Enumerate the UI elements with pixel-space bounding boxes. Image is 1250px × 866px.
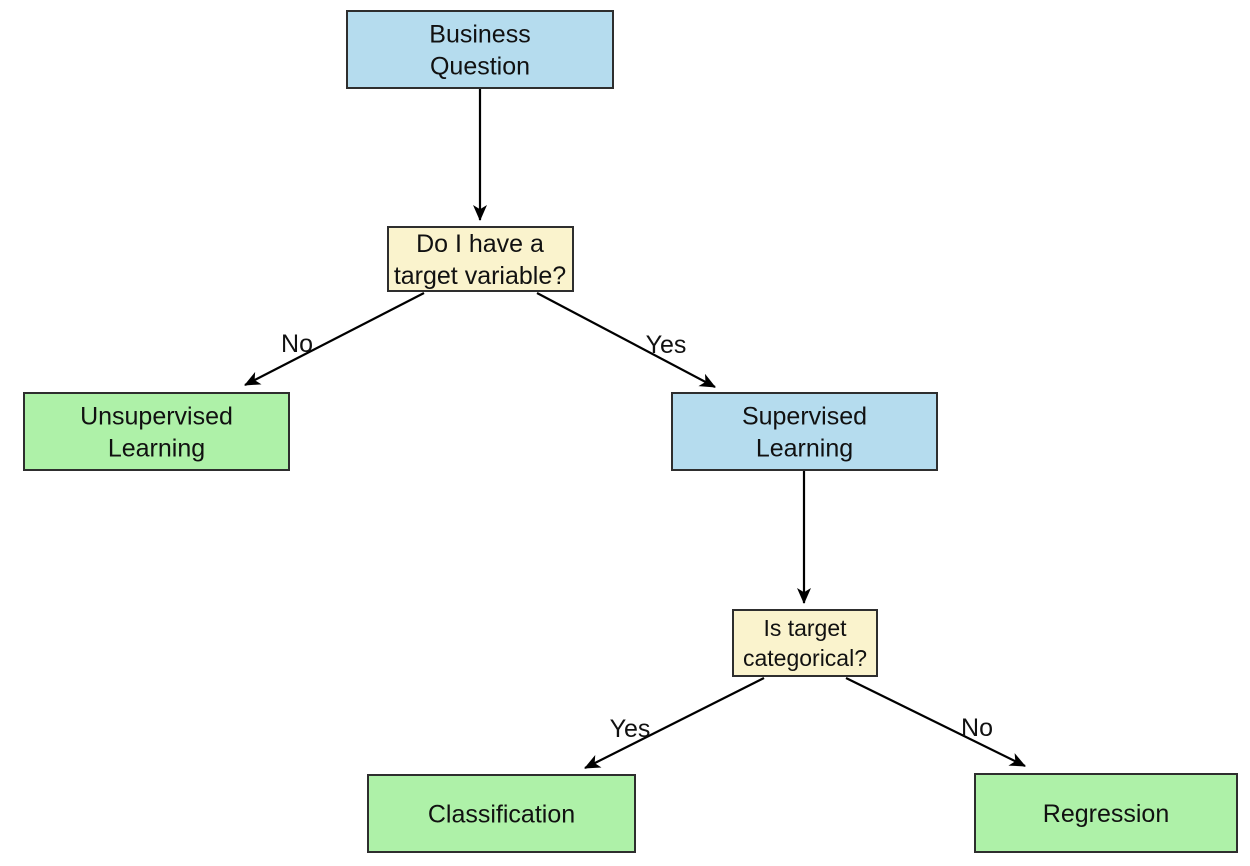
node-regression-box [974, 773, 1238, 853]
node-unsupervised-learning-label-line2: Learning [108, 435, 205, 463]
node-classification-box [367, 774, 636, 853]
edge-label-yes-supervised: Yes [646, 331, 687, 359]
node-unsupervised-learning: Unsupervised Learning [23, 392, 290, 471]
edge-no-to-unsupervised [244, 292, 425, 386]
node-classification: Classification [367, 774, 636, 853]
node-categorical-question-label-line1: Is target [763, 615, 847, 641]
node-supervised-learning-box [671, 392, 938, 471]
node-categorical-question-box [732, 609, 878, 677]
node-regression-label: Regression [1043, 800, 1169, 828]
node-target-variable-question-label-line1: Do I have a [416, 230, 544, 258]
edge-yes-to-supervised [536, 292, 716, 388]
node-supervised-learning: Supervised Learning [671, 392, 938, 471]
node-business-question: Business Question [346, 10, 614, 89]
node-categorical-question-label-line2: categorical? [743, 645, 867, 671]
node-business-question-box [346, 10, 614, 89]
node-business-question-label-line1: Business [429, 21, 530, 49]
node-unsupervised-learning-label-line1: Unsupervised [80, 403, 233, 431]
edge-label-no-regression: No [961, 714, 993, 742]
node-supervised-learning-label-line1: Supervised [742, 403, 867, 431]
edge-label-no-unsupervised: No [281, 330, 313, 358]
edge-no-to-regression [845, 677, 1026, 767]
node-unsupervised-learning-box [23, 392, 290, 471]
edge-label-yes-classification: Yes [610, 715, 651, 743]
node-target-variable-question-label-line2: target variable? [394, 262, 566, 290]
node-target-variable-question: Do I have a target variable? [387, 226, 574, 292]
node-target-variable-question-box [387, 226, 574, 292]
node-business-question-label-line2: Question [430, 53, 530, 81]
node-categorical-question: Is target categorical? [732, 609, 878, 677]
edge-yes-to-classification [584, 677, 765, 769]
node-regression: Regression [974, 773, 1238, 853]
node-supervised-learning-label-line2: Learning [756, 435, 853, 463]
node-classification-label: Classification [428, 801, 575, 829]
